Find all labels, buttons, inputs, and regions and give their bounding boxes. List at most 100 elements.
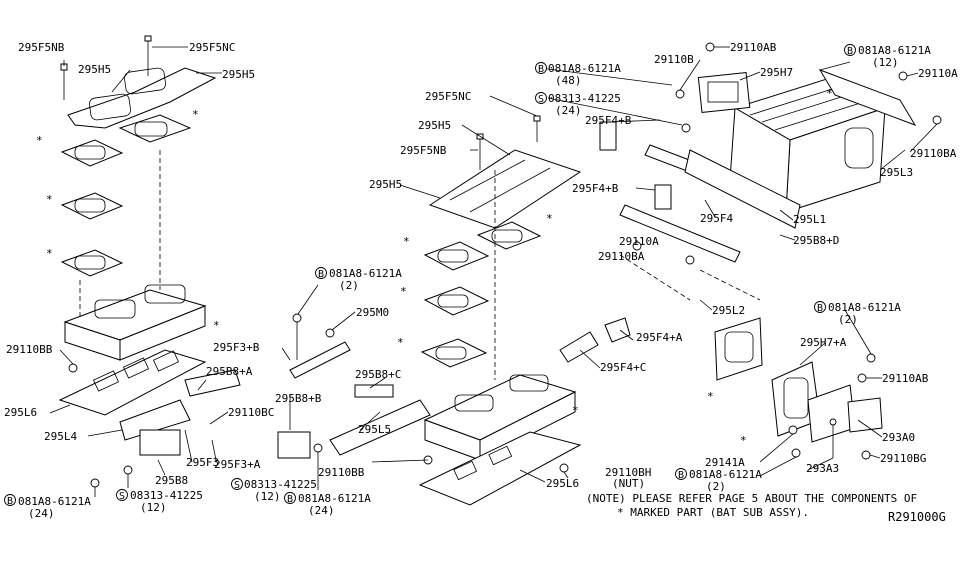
bolt-symbol-letter: B [678, 470, 684, 481]
module-frame-2 [60, 139, 124, 167]
part-label: 295L6 [4, 406, 37, 419]
module-frame-c1 [476, 221, 542, 250]
part-label: 29110BA [910, 147, 957, 160]
nut-29110bh [559, 463, 569, 473]
end-plate-295h7 [697, 72, 751, 113]
screw-symbol-letter: S [538, 94, 544, 105]
part-label: 08313-41225 [244, 478, 317, 491]
part-label: 295L1 [793, 213, 826, 226]
part-label: 295F4+B [572, 182, 619, 195]
part-label: 295L4 [44, 430, 77, 443]
bolt-symbol-letter: B [318, 269, 324, 280]
bracket-295f4a [604, 317, 631, 343]
star-markers: * * * * * * * * * * * * * [36, 87, 833, 447]
bolt-081a8-left [90, 478, 100, 488]
bolt-symbol [535, 62, 547, 74]
part-label: 295H5 [222, 68, 255, 81]
part-label: 295F3 [186, 456, 219, 469]
end-plate-module [714, 317, 763, 381]
part-label: 293A3 [806, 462, 839, 475]
part-label: 081A8-6121A [548, 62, 621, 75]
part-quantity: (2) [838, 313, 858, 326]
part-label: 295B8+A [206, 365, 253, 378]
part-label: 29110BC [228, 406, 274, 419]
screw-symbol [231, 478, 243, 490]
part-label: 295L2 [712, 304, 745, 317]
battery-module-block-center [423, 374, 577, 461]
star-marker: * [397, 336, 404, 349]
bolt-081a8-right [791, 448, 801, 458]
bolt-295f5nb-left [60, 63, 68, 100]
bracket-295f3b [289, 313, 351, 379]
bolt-symbol-letter: B [817, 303, 823, 314]
star-marker: * [546, 212, 553, 225]
bolt-symbol-letter: B [538, 64, 544, 75]
screw-08313-right [681, 123, 691, 133]
bolt-symbol-letter: B [847, 46, 853, 57]
part-label: 295F5NB [400, 144, 447, 157]
sensor-293a0 [847, 397, 883, 433]
bolt-symbol [284, 492, 296, 504]
bolt-symbol [675, 468, 687, 480]
module-frame-1 [118, 114, 192, 143]
part-label: 29141A [705, 456, 745, 469]
star-marker: * [46, 193, 53, 206]
star-marker: * [740, 434, 747, 447]
rail-295f4 [644, 144, 801, 229]
part-label: 295H5 [78, 63, 111, 76]
star-marker: * [403, 235, 410, 248]
cover-plate-295h5-center [428, 149, 582, 229]
rail-295l2 [619, 204, 741, 263]
module-frame-c4 [420, 338, 488, 368]
part-label: 081A8-6121A [828, 301, 901, 314]
part-label: 29110BB [6, 343, 53, 356]
part-label: 081A8-6121A [858, 44, 931, 57]
bolt-295f5nb-center [476, 133, 484, 170]
bracket-293a3 [829, 418, 837, 458]
bracket-295l5 [277, 384, 431, 459]
bolt-29110ab-top [705, 42, 715, 52]
nut-29141a [788, 425, 798, 435]
nut-081a8-right [866, 353, 876, 363]
star-marker: * [36, 134, 43, 147]
part-quantity: (2) [706, 480, 726, 493]
part-label: 295H7 [760, 66, 793, 79]
bolt-295f5nc-center [533, 115, 541, 142]
star-marker: * [707, 390, 714, 403]
bolt-symbol [844, 44, 856, 56]
tray-295l6-center [418, 431, 582, 506]
bolt-symbol-letter: B [287, 494, 293, 505]
module-frame-4 [60, 249, 124, 277]
part-label: 295H7+A [800, 336, 847, 349]
diagram-code: R291000G [888, 510, 946, 524]
star-marker: * [400, 285, 407, 298]
part-label: 081A8-6121A [298, 492, 371, 505]
screw-symbol-letter: S [234, 480, 240, 491]
part-label: 08313-41225 [548, 92, 621, 105]
part-quantity: (24) [555, 104, 582, 117]
screw-symbol-letter: S [119, 491, 125, 502]
battery-module-block-left [63, 284, 207, 361]
part-quantity: (12) [140, 501, 167, 514]
note-line-2: * MARKED PART (BAT SUB ASSY). [617, 506, 809, 519]
part-label: 295F3+A [214, 458, 261, 471]
part-label: 295F4 [700, 212, 733, 225]
part-label: 29110A [619, 235, 659, 248]
part-quantity: (12) [872, 56, 899, 69]
module-frame-c3 [423, 286, 490, 316]
part-quantity: (24) [28, 507, 55, 520]
part-label: 08313-41225 [130, 489, 203, 502]
screw-08313-center [313, 443, 323, 453]
part-label: 29110BB [318, 466, 365, 479]
nut-295m0 [325, 328, 335, 338]
star-marker: * [192, 108, 199, 121]
part-label: 295L3 [880, 166, 913, 179]
part-label: 29110BH [605, 466, 651, 479]
part-label: 29110BG [880, 452, 926, 465]
part-label: (NUT) [612, 477, 645, 490]
part-label: 295L5 [358, 423, 391, 436]
bolt-symbol [315, 267, 327, 279]
part-label: 295B8+C [355, 368, 401, 381]
